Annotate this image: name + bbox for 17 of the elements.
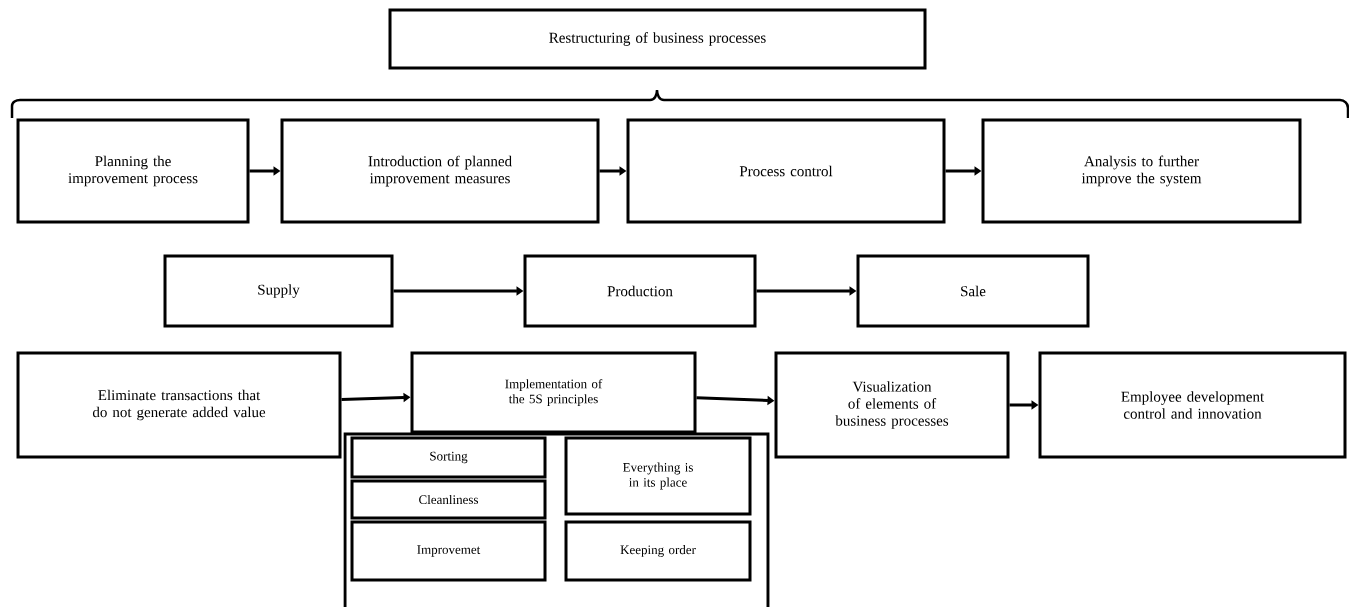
process-box: Everything is in its place — [564, 436, 752, 516]
process-box: Sorting — [350, 436, 547, 479]
process-box: Cleanliness — [350, 479, 547, 520]
process-box: Introduction of planned improvement measures — [280, 118, 600, 224]
process-box: Eliminate transactions that do not generate added value — [16, 351, 342, 459]
process-box: Sale — [856, 254, 1090, 328]
process-box: Employee development control and innovation — [1038, 351, 1347, 459]
process-box: Keeping order — [564, 520, 752, 582]
process-box: Visualization of elements of business processes — [774, 351, 1010, 459]
process-box: Implementation of the 5S principles — [410, 351, 697, 434]
process-box: Improvemet — [350, 520, 547, 582]
process-box: Production — [523, 254, 757, 328]
process-box: Planning the improvement process — [16, 118, 250, 224]
process-box: Analysis to further improve the system — [981, 118, 1302, 224]
process-box: Supply — [163, 254, 394, 328]
title-box: Restructuring of business processes — [388, 8, 927, 70]
process-box: Process control — [626, 118, 946, 224]
